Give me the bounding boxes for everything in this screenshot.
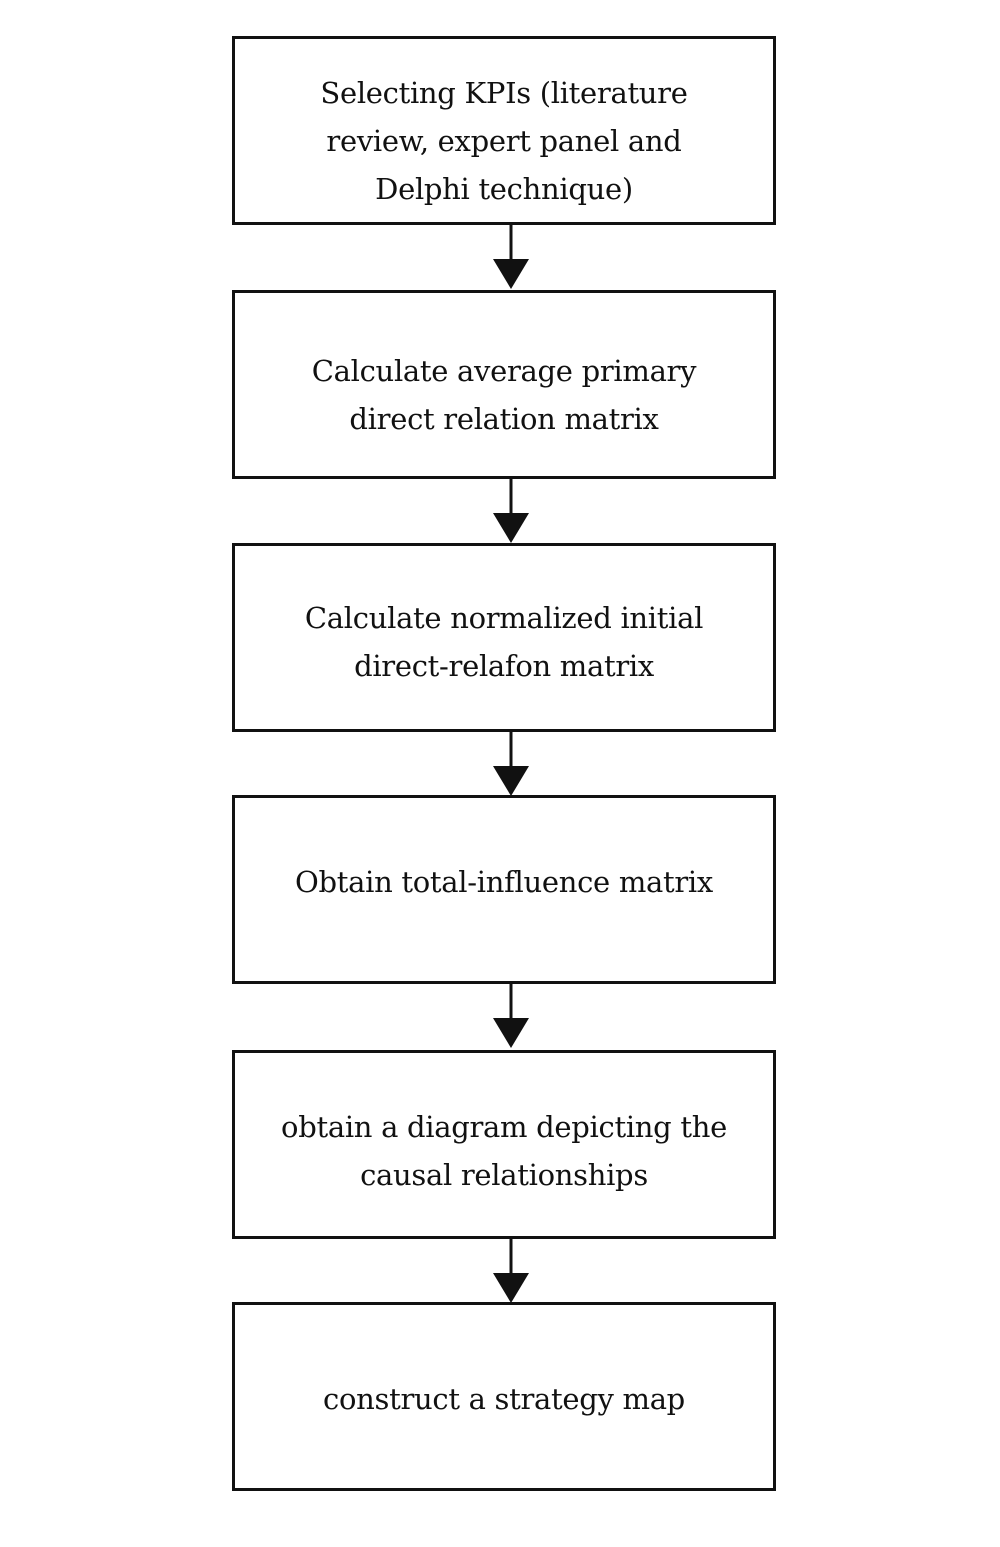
arrow-down-icon: [488, 984, 534, 1049]
step-box-strategy-map: construct a strategy map: [232, 1302, 776, 1491]
step-box-select-kpis: Selecting KPIs (literature review, exper…: [232, 36, 776, 225]
arrow-down-icon: [488, 732, 534, 797]
step-label: Obtain total-influence matrix: [295, 865, 713, 899]
step-box-total-influence: Obtain total-influence matrix: [232, 795, 776, 984]
step-label: obtain a diagram depicting the causal re…: [281, 1110, 727, 1192]
step-box-average-matrix: Calculate average primary direct relatio…: [232, 290, 776, 479]
step-label: construct a strategy map: [323, 1382, 685, 1416]
step-box-causal-diagram: obtain a diagram depicting the causal re…: [232, 1050, 776, 1239]
step-label: Calculate normalized initial direct-rela…: [304, 601, 704, 683]
arrow-down-icon: [488, 1239, 534, 1304]
arrow-down-icon: [488, 225, 534, 290]
step-label: Selecting KPIs (literature review, exper…: [320, 76, 688, 206]
step-label: Calculate average primary direct relatio…: [311, 354, 697, 436]
step-box-normalized-matrix: Calculate normalized initial direct-rela…: [232, 543, 776, 732]
arrow-down-icon: [488, 479, 534, 544]
